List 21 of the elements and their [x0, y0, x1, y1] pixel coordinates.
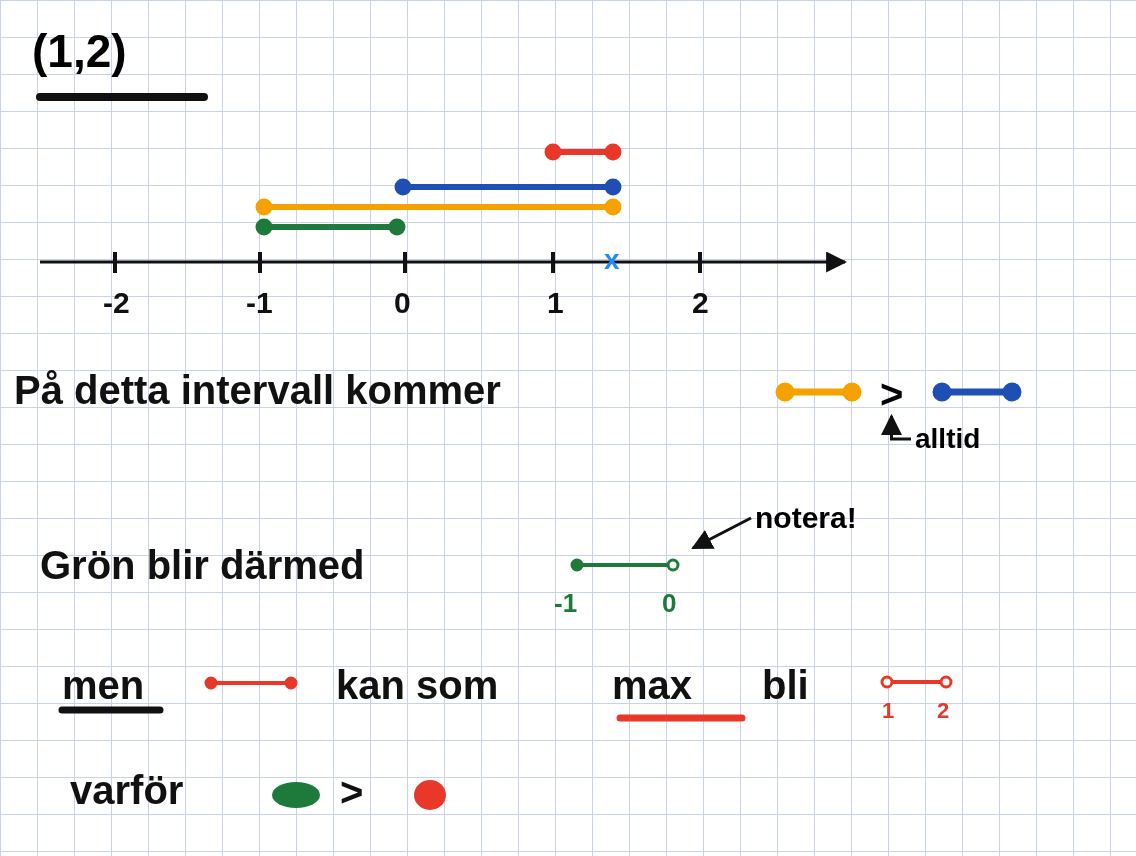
tick-label: 2 — [692, 288, 709, 318]
endpoint-label: 2 — [937, 700, 950, 722]
emphasis-word: max — [612, 665, 693, 705]
comparison-sign: > — [880, 374, 904, 414]
comparison-sign: > — [340, 772, 364, 812]
note-text: notera! — [755, 503, 857, 533]
tick-label: 1 — [547, 288, 564, 318]
note-text: alltid — [915, 425, 981, 453]
sentence-text: bli — [762, 665, 809, 705]
sentence-text: Grön blir därmed — [40, 545, 365, 585]
tick-label: 0 — [394, 288, 411, 318]
sentence-text: På detta intervall kommer — [14, 370, 501, 410]
sentence-text: kan som — [336, 665, 499, 705]
tick-label: -2 — [103, 288, 130, 318]
endpoint-label: 1 — [882, 700, 895, 722]
emphasis-word: men — [62, 665, 145, 705]
endpoint-label: 0 — [662, 590, 677, 616]
arrow — [881, 413, 911, 441]
endpoint-label: -1 — [554, 590, 578, 616]
sentence-text: varför — [70, 770, 184, 810]
tick-label: -1 — [246, 288, 273, 318]
